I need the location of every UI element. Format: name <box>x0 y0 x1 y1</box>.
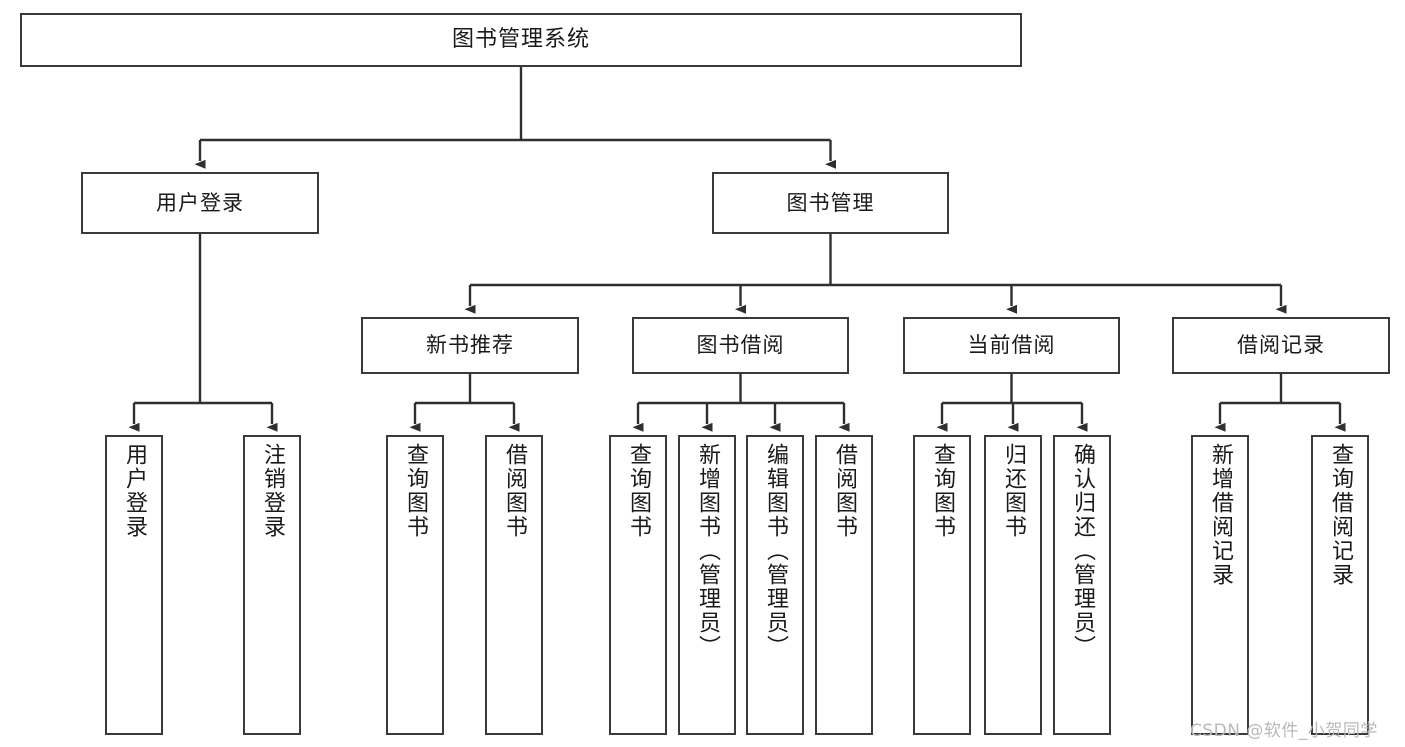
node-leaf-query-book-3[interactable]: 查询图书 <box>913 435 971 735</box>
node-leaf-user-login[interactable]: 用户登录 <box>105 435 163 735</box>
node-leaf-query-record[interactable]: 查询借阅记录 <box>1311 435 1369 735</box>
node-book-borrow[interactable]: 图书借阅 <box>632 317 849 374</box>
node-leaf-borrow-book-1[interactable]: 借阅图书 <box>485 435 543 735</box>
node-label: 用户登录 <box>122 443 147 539</box>
node-new-book-rec[interactable]: 新书推荐 <box>361 317 579 374</box>
node-leaf-confirm-return[interactable]: 确认归还（管理员） <box>1053 435 1111 735</box>
node-label: 当前借阅 <box>967 333 1056 358</box>
node-label: 借阅图书 <box>502 443 527 539</box>
node-leaf-edit-book[interactable]: 编辑图书（管理员） <box>746 435 804 735</box>
node-label: 图书借阅 <box>696 333 785 358</box>
node-label: 新增借阅记录 <box>1208 443 1233 587</box>
node-leaf-add-record[interactable]: 新增借阅记录 <box>1191 435 1249 735</box>
node-label: 新增图书（管理员） <box>695 443 720 659</box>
node-leaf-borrow-book-2[interactable]: 借阅图书 <box>815 435 873 735</box>
node-leaf-user-logout[interactable]: 注销登录 <box>243 435 301 735</box>
node-label: 借阅图书 <box>832 443 857 539</box>
node-leaf-add-book[interactable]: 新增图书（管理员） <box>678 435 736 735</box>
node-current-borrow[interactable]: 当前借阅 <box>903 317 1120 374</box>
node-label: 查询图书 <box>626 443 651 539</box>
node-label: 查询借阅记录 <box>1328 443 1353 587</box>
node-label: 归还图书 <box>1001 443 1026 539</box>
node-label: 借阅记录 <box>1237 333 1325 358</box>
node-label: 用户登录 <box>156 190 244 215</box>
node-label: 注销登录 <box>260 443 285 539</box>
node-label: 编辑图书（管理员） <box>763 443 788 659</box>
node-label: 查询图书 <box>930 443 955 539</box>
node-leaf-return-book[interactable]: 归还图书 <box>984 435 1042 735</box>
node-leaf-query-book-2[interactable]: 查询图书 <box>609 435 667 735</box>
node-label: 新书推荐 <box>426 333 514 358</box>
node-label: 查询图书 <box>403 443 428 539</box>
node-label: 图书管理系统 <box>451 27 590 53</box>
node-user-login[interactable]: 用户登录 <box>81 172 319 234</box>
node-root[interactable]: 图书管理系统 <box>20 13 1022 67</box>
node-label: 确认归还（管理员） <box>1070 443 1095 659</box>
node-leaf-query-book-1[interactable]: 查询图书 <box>386 435 444 735</box>
node-book-manage[interactable]: 图书管理 <box>712 172 949 234</box>
node-label: 图书管理 <box>786 190 875 215</box>
node-borrow-record[interactable]: 借阅记录 <box>1172 317 1390 374</box>
